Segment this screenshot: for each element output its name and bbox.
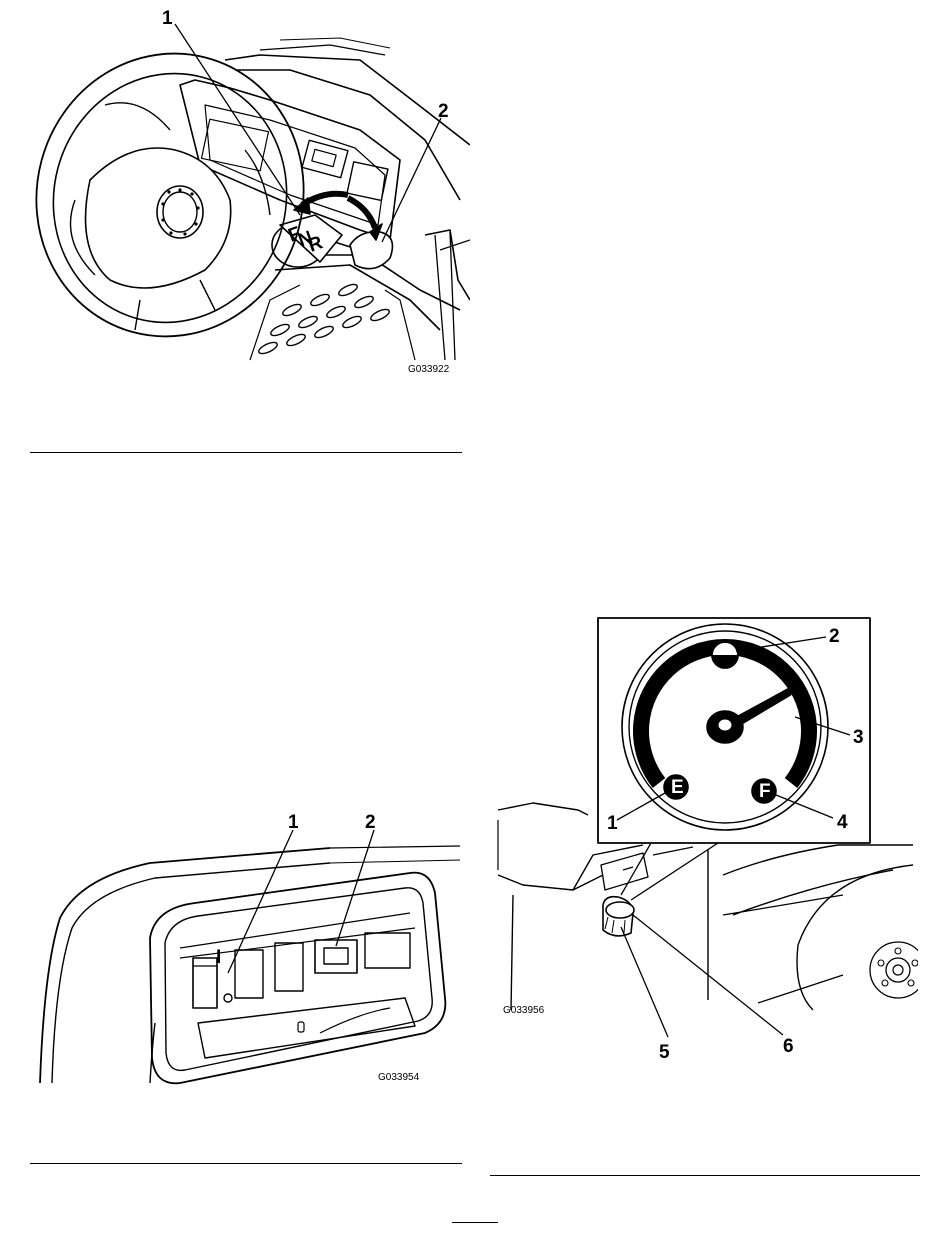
callout-3: 3: [853, 727, 864, 748]
callout-2: 2: [438, 101, 449, 122]
callout-1: 1: [607, 813, 618, 834]
gauge-empty-label: E: [671, 777, 684, 798]
callout-2: 2: [829, 626, 840, 647]
section-divider-left-1: [30, 452, 462, 453]
gauge-full-label: F: [759, 781, 771, 802]
figure-code: G033922: [408, 364, 450, 375]
callout-1: 1: [162, 8, 173, 29]
page-number-rule: [452, 1222, 498, 1223]
switch-mark: I: [216, 947, 221, 968]
section-divider-left-2: [30, 1163, 462, 1164]
callout-2: 2: [365, 812, 376, 833]
callout-1: 1: [288, 812, 299, 833]
figure-fuel-gauge: E F: [493, 615, 918, 1065]
callout-4: 4: [837, 812, 848, 833]
callout-6: 6: [783, 1036, 794, 1057]
figure-dash-panel: I 1 2 G033954: [30, 808, 470, 1093]
section-divider-right: [490, 1175, 920, 1176]
figure-code: G033956: [503, 1005, 545, 1016]
figure-steering-shifter: F N R 1 2 G033922: [30, 0, 470, 390]
callout-5: 5: [659, 1042, 670, 1063]
figure-code: G033954: [378, 1072, 420, 1083]
